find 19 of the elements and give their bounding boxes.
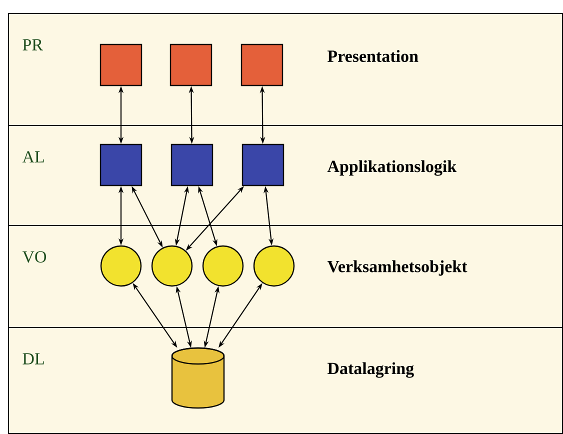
layer-code: PR: [22, 39, 43, 50]
circle: [202, 245, 244, 287]
circle: [100, 245, 142, 287]
square-box: [100, 44, 142, 86]
layer-title: Datalagring: [328, 362, 414, 378]
square-box: [240, 44, 284, 86]
square-box: [100, 144, 142, 186]
layer-title: Verksamhetsobjekt: [327, 260, 468, 276]
circle: [253, 245, 295, 287]
square-box: [242, 144, 284, 186]
layer-code: VO: [22, 251, 46, 263]
circle: [151, 245, 193, 287]
square-box: [170, 144, 214, 186]
square-box: [170, 44, 212, 86]
layer-code: AL: [22, 151, 44, 162]
layer-title: Presentation: [328, 50, 418, 62]
layer-title: Applikationslogik: [327, 160, 457, 176]
layer-code: DL: [22, 353, 44, 364]
database-cylinder: [171, 347, 225, 409]
